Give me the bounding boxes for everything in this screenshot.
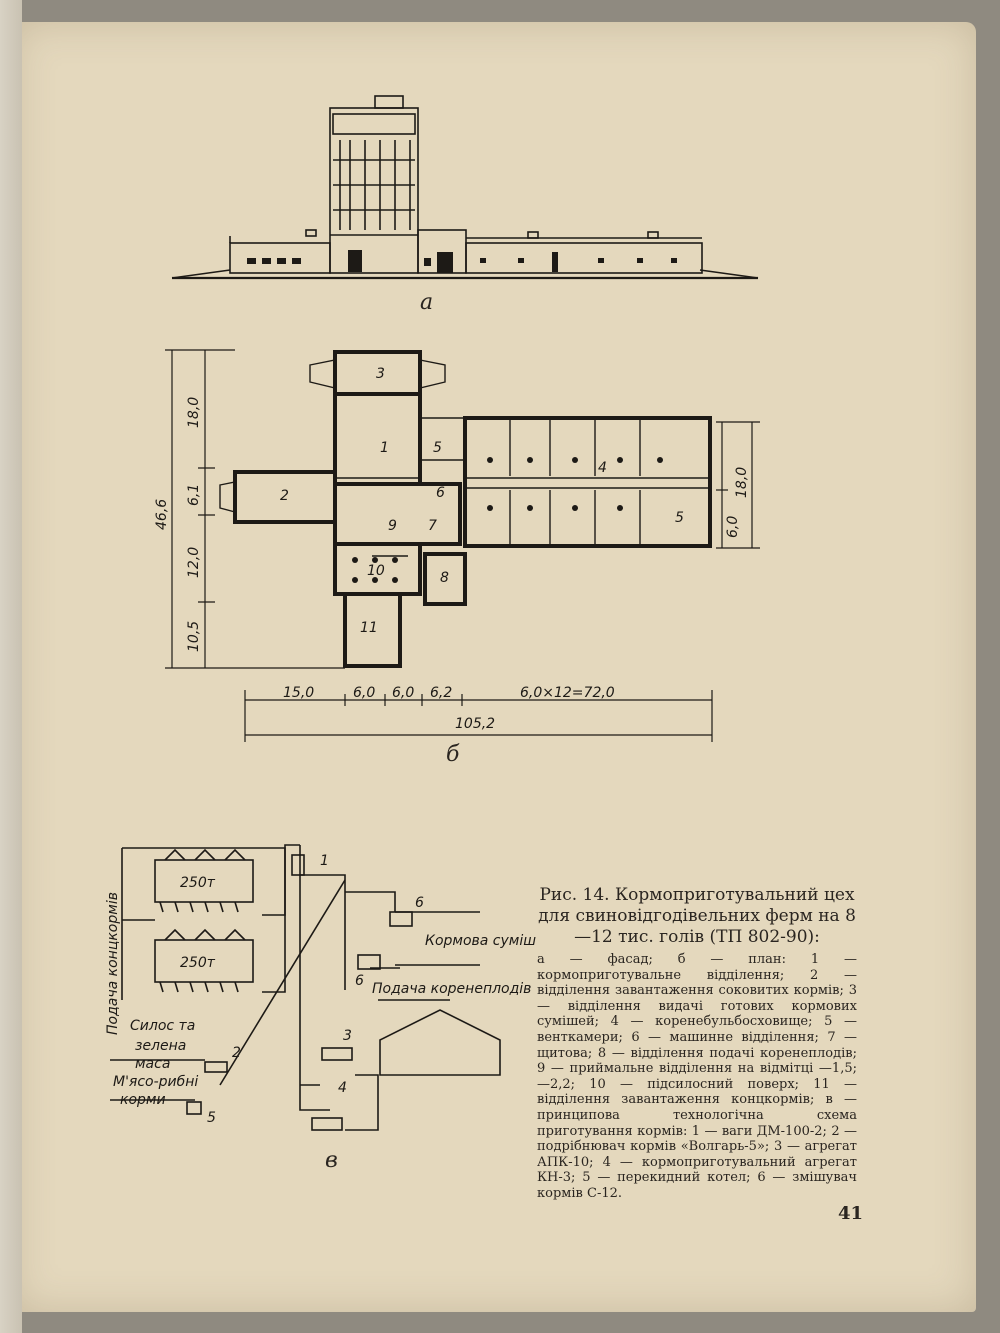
figure-caption: Рис. 14. Кормоприготувальний цех для сви… xyxy=(537,885,857,1202)
figure-c-label: в xyxy=(325,1148,338,1173)
caption-title: Рис. 14. Кормоприготувальний цех для сви… xyxy=(538,885,856,947)
figure-b-label: б xyxy=(446,742,460,767)
figure-a-label: а xyxy=(420,290,434,315)
book-page xyxy=(14,22,976,1312)
caption-body: а — фасад; б — план: 1 — кормоприготувал… xyxy=(537,952,857,1201)
page-number: 41 xyxy=(838,1203,864,1224)
previous-page-edge xyxy=(0,0,22,1333)
